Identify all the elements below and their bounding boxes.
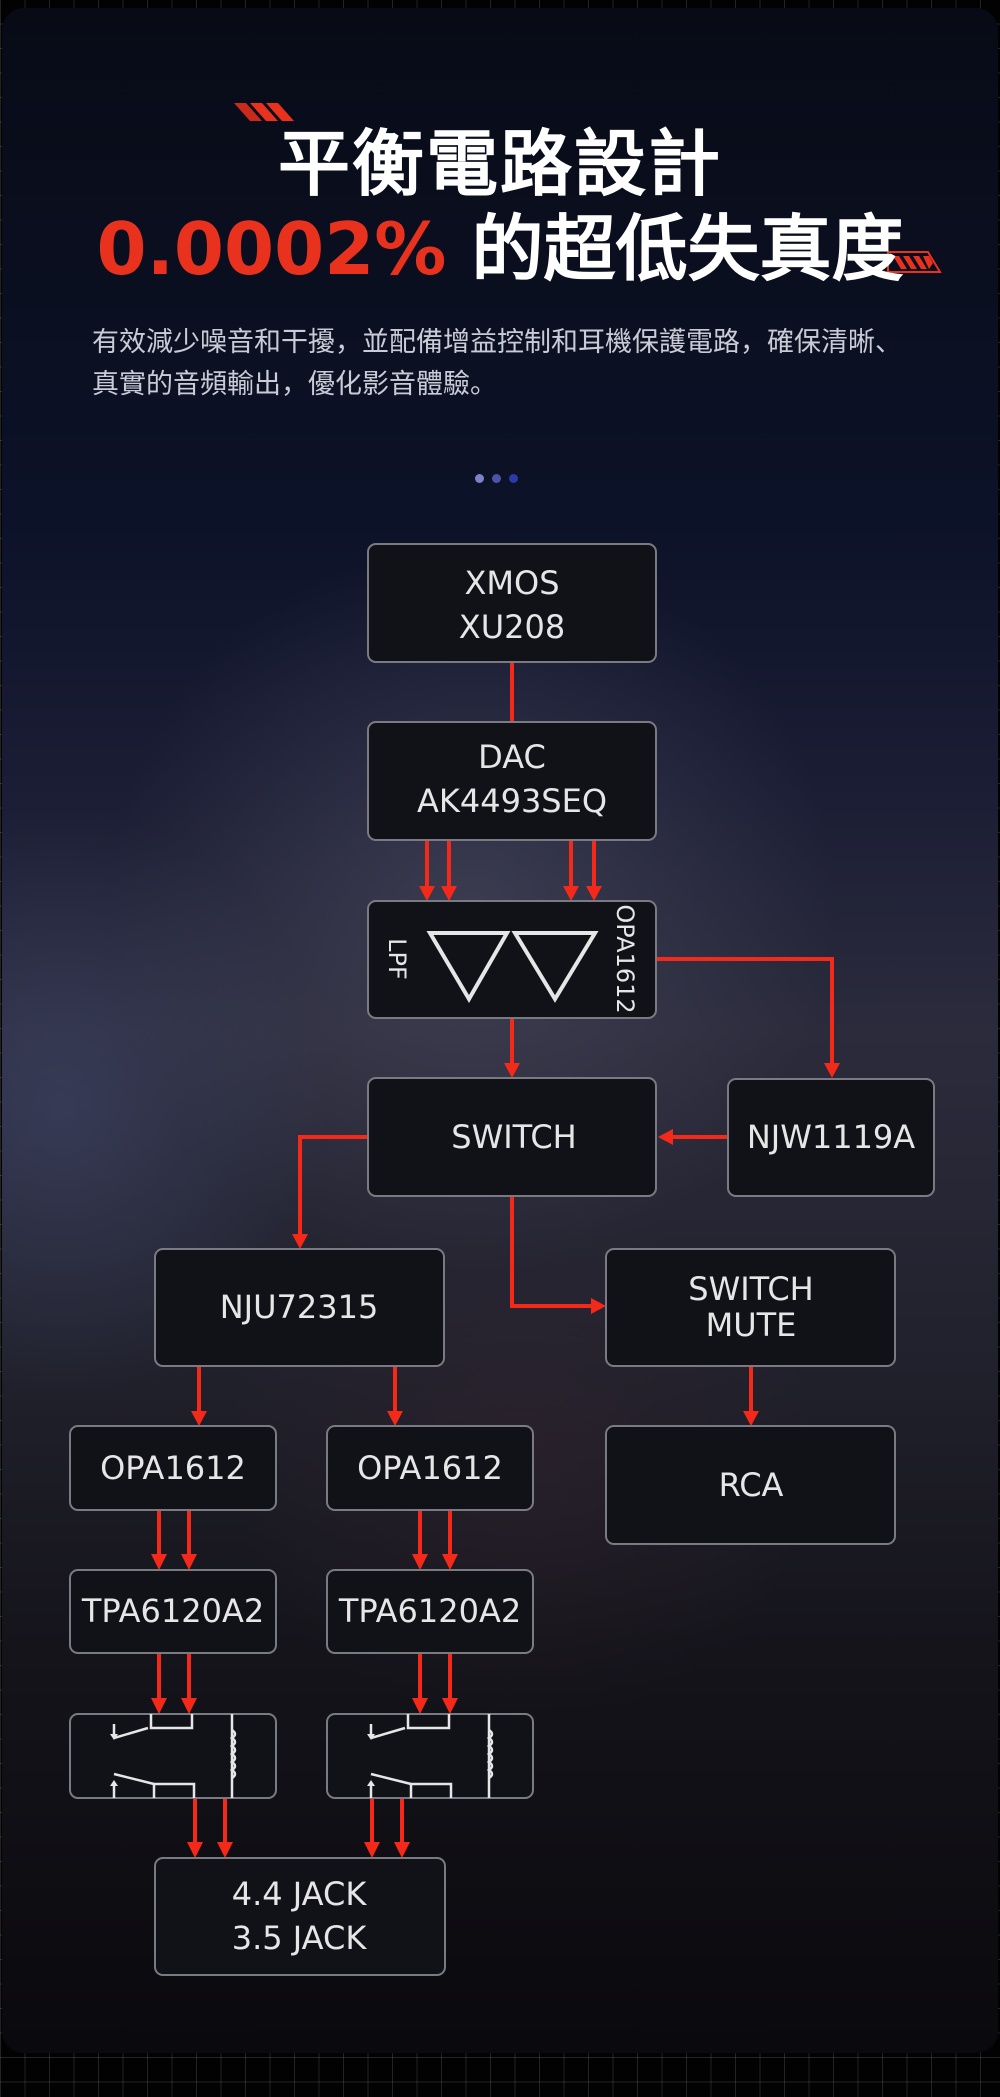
block-lpf: LPF OPA1612 bbox=[367, 900, 657, 1019]
xmos-label-1: XMOS bbox=[464, 564, 559, 602]
block-relay-right bbox=[326, 1713, 534, 1799]
dac-label-2: AK4493SEQ bbox=[417, 782, 607, 820]
pagination-dot-3[interactable] bbox=[509, 474, 518, 483]
headline-line1: 平衡電路設計 bbox=[277, 122, 722, 206]
pagination-dot-1[interactable] bbox=[475, 474, 484, 483]
tpa-left-label: TPA6120A2 bbox=[81, 1592, 264, 1630]
block-dac: DAC AK4493SEQ bbox=[367, 721, 657, 841]
xmos-label-2: XU208 bbox=[459, 608, 565, 646]
wires-dac-lpf bbox=[419, 840, 602, 901]
block-xmos: XMOS XU208 bbox=[367, 543, 657, 663]
block-opa1612-left: OPA1612 bbox=[69, 1425, 277, 1511]
relay-switch-icon bbox=[367, 1714, 494, 1798]
mute-label-1: SWITCH bbox=[688, 1270, 813, 1308]
wires-opa-tpa bbox=[151, 1510, 458, 1570]
block-relay-left bbox=[69, 1713, 277, 1799]
jack-label-1: 4.4 JACK bbox=[232, 1875, 368, 1913]
block-tpa6120a2-left: TPA6120A2 bbox=[69, 1569, 277, 1654]
block-jack: 4.4 JACK 3.5 JACK bbox=[154, 1857, 446, 1976]
switch-label: SWITCH bbox=[451, 1118, 576, 1156]
pagination-dots[interactable] bbox=[475, 474, 518, 483]
opa-right-label: OPA1612 bbox=[357, 1449, 503, 1487]
block-switch-mute: SWITCH MUTE bbox=[605, 1248, 896, 1367]
lpf-label: LPF bbox=[383, 938, 411, 980]
njw-label: NJW1119A bbox=[747, 1118, 915, 1156]
block-tpa6120a2-right: TPA6120A2 bbox=[326, 1569, 534, 1654]
jack-label-2: 3.5 JACK bbox=[232, 1919, 368, 1957]
wire-lpf-switch bbox=[504, 1018, 520, 1078]
wire-switch-nju bbox=[292, 1135, 367, 1249]
wires-relay-jack bbox=[187, 1798, 410, 1858]
rca-label: RCA bbox=[719, 1466, 784, 1504]
block-njw1119a: NJW1119A bbox=[727, 1078, 935, 1197]
mute-label-2: MUTE bbox=[706, 1306, 797, 1344]
opamp-triangle-icon bbox=[511, 931, 599, 1003]
wire-mute-rca bbox=[743, 1366, 759, 1426]
tpa-right-label: TPA6120A2 bbox=[338, 1592, 521, 1630]
block-opa1612-right: OPA1612 bbox=[326, 1425, 534, 1511]
opa-left-label: OPA1612 bbox=[100, 1449, 246, 1487]
title-stripes-left-icon bbox=[234, 103, 294, 121]
nju-label: NJU72315 bbox=[220, 1288, 379, 1326]
wires-tpa-relay bbox=[151, 1653, 458, 1714]
dac-label-1: DAC bbox=[478, 738, 546, 776]
block-switch: SWITCH bbox=[367, 1077, 657, 1197]
pagination-dot-2[interactable] bbox=[492, 474, 501, 483]
wires-nju-opa bbox=[191, 1366, 403, 1426]
wire-switch-mute bbox=[510, 1196, 606, 1314]
connectors bbox=[151, 662, 840, 1858]
block-nju72315: NJU72315 bbox=[154, 1248, 445, 1367]
title-stripes-right-icon bbox=[887, 251, 942, 273]
block-rca: RCA bbox=[605, 1425, 896, 1545]
description: 有效減少噪音和干擾，並配備增益控制和耳機保護電路，確保清晰、真實的音頻輸出，優化… bbox=[92, 327, 902, 400]
relay-switch-icon bbox=[110, 1714, 237, 1798]
headline-line2: 0.0002% 的超低失真度 bbox=[0, 190, 1000, 295]
opamp-triangle-icon bbox=[426, 931, 511, 1003]
headline-line2-text: 的超低失真度 bbox=[446, 207, 904, 291]
wire-lpf-njw bbox=[656, 957, 840, 1078]
distortion-value: 0.0002% bbox=[96, 207, 447, 291]
lpf-opamp-label: OPA1612 bbox=[611, 904, 639, 1013]
wire-njw-switch bbox=[658, 1129, 727, 1145]
